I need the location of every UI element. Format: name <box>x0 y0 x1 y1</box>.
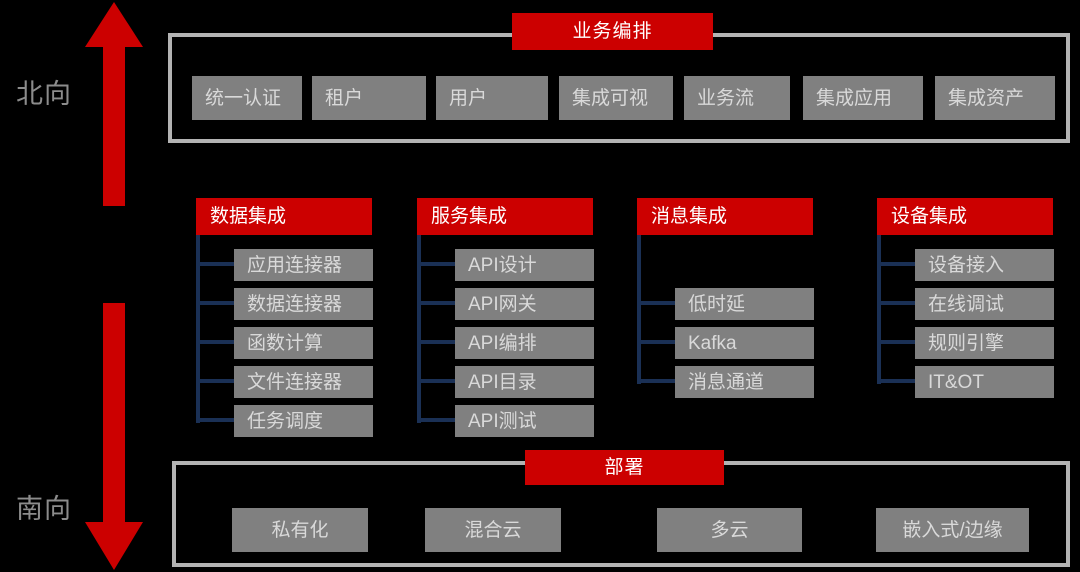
category-0-item-1[interactable]: 数据连接器 <box>234 288 373 320</box>
category-1-item-0-label: API设计 <box>468 254 537 276</box>
category-1-item-3[interactable]: API目录 <box>455 366 594 398</box>
category-3-item-2[interactable]: 规则引擎 <box>915 327 1054 359</box>
bottom-item-0-label: 私有化 <box>271 519 329 541</box>
top-item-6[interactable]: 集成资产 <box>935 76 1055 120</box>
bottom-item-0[interactable]: 私有化 <box>232 508 368 552</box>
bottom-item-1-label: 混合云 <box>464 519 522 541</box>
category-2-item-0[interactable]: 低时延 <box>675 288 814 320</box>
category-1-title: 服务集成 <box>431 206 508 227</box>
category-0-item-1-label: 数据连接器 <box>247 293 343 315</box>
top-item-4[interactable]: 业务流 <box>684 76 790 120</box>
category-0-title: 数据集成 <box>210 206 287 227</box>
category-0-item-2-label: 函数计算 <box>247 332 324 354</box>
category-0-item-3-label: 文件连接器 <box>247 371 343 393</box>
category-3-item-2-label: 规则引擎 <box>928 332 1005 354</box>
top-item-1-label: 租户 <box>325 87 364 109</box>
category-1-item-2-label: API编排 <box>468 332 537 354</box>
bottom-item-1[interactable]: 混合云 <box>425 508 561 552</box>
bottom-panel-title: 部署 <box>525 450 724 485</box>
top-item-3[interactable]: 集成可视 <box>559 76 673 120</box>
category-2-item-0-label: 低时延 <box>688 293 746 315</box>
category-2-item-2-label: 消息通道 <box>688 371 765 393</box>
category-0-item-3[interactable]: 文件连接器 <box>234 366 373 398</box>
category-3-header[interactable]: 设备集成 <box>877 198 1053 235</box>
category-1-item-2[interactable]: API编排 <box>455 327 594 359</box>
category-2-item-1-label: Kafka <box>688 332 737 354</box>
top-item-0[interactable]: 统一认证 <box>192 76 302 120</box>
category-0-header[interactable]: 数据集成 <box>196 198 372 235</box>
bottom-item-3-label: 嵌入式/边缘 <box>902 519 1003 541</box>
category-3-item-3[interactable]: IT&OT <box>915 366 1054 398</box>
direction-label-north: 北向 <box>16 79 72 109</box>
bottom-item-2[interactable]: 多云 <box>657 508 802 552</box>
category-1-header[interactable]: 服务集成 <box>417 198 593 235</box>
top-item-1[interactable]: 租户 <box>312 76 426 120</box>
top-item-5[interactable]: 集成应用 <box>803 76 923 120</box>
bottom-item-2-label: 多云 <box>710 519 749 541</box>
category-0-item-2[interactable]: 函数计算 <box>234 327 373 359</box>
category-3-item-0[interactable]: 设备接入 <box>915 249 1054 281</box>
category-0-item-4[interactable]: 任务调度 <box>234 405 373 437</box>
top-item-4-label: 业务流 <box>697 87 755 109</box>
category-2-item-2[interactable]: 消息通道 <box>675 366 814 398</box>
category-1-item-0[interactable]: API设计 <box>455 249 594 281</box>
category-1-item-3-label: API目录 <box>468 371 537 393</box>
category-0-item-0[interactable]: 应用连接器 <box>234 249 373 281</box>
category-0-item-4-label: 任务调度 <box>247 410 324 432</box>
arrow-up-icon <box>83 0 145 206</box>
top-item-5-label: 集成应用 <box>816 87 893 109</box>
category-1-item-1-label: API网关 <box>468 293 537 315</box>
category-3-item-1[interactable]: 在线调试 <box>915 288 1054 320</box>
bottom-item-3[interactable]: 嵌入式/边缘 <box>876 508 1029 552</box>
category-3-item-3-label: IT&OT <box>928 371 984 393</box>
top-item-3-label: 集成可视 <box>572 87 649 109</box>
top-item-6-label: 集成资产 <box>948 87 1025 109</box>
category-3-item-1-label: 在线调试 <box>928 293 1005 315</box>
category-0-item-0-label: 应用连接器 <box>247 254 343 276</box>
category-1-item-1[interactable]: API网关 <box>455 288 594 320</box>
category-3-title: 设备集成 <box>891 206 968 227</box>
top-item-2-label: 用户 <box>449 87 488 109</box>
category-2-title: 消息集成 <box>651 206 728 227</box>
direction-label-south: 南向 <box>16 494 72 524</box>
top-panel-title: 业务编排 <box>512 13 713 50</box>
top-item-0-label: 统一认证 <box>205 87 282 109</box>
category-1-item-4-label: API测试 <box>468 410 537 432</box>
category-2-item-1[interactable]: Kafka <box>675 327 814 359</box>
arrow-down-icon <box>83 303 145 572</box>
category-3-item-0-label: 设备接入 <box>928 254 1005 276</box>
category-1-item-4[interactable]: API测试 <box>455 405 594 437</box>
top-item-2[interactable]: 用户 <box>436 76 548 120</box>
category-2-header[interactable]: 消息集成 <box>637 198 813 235</box>
